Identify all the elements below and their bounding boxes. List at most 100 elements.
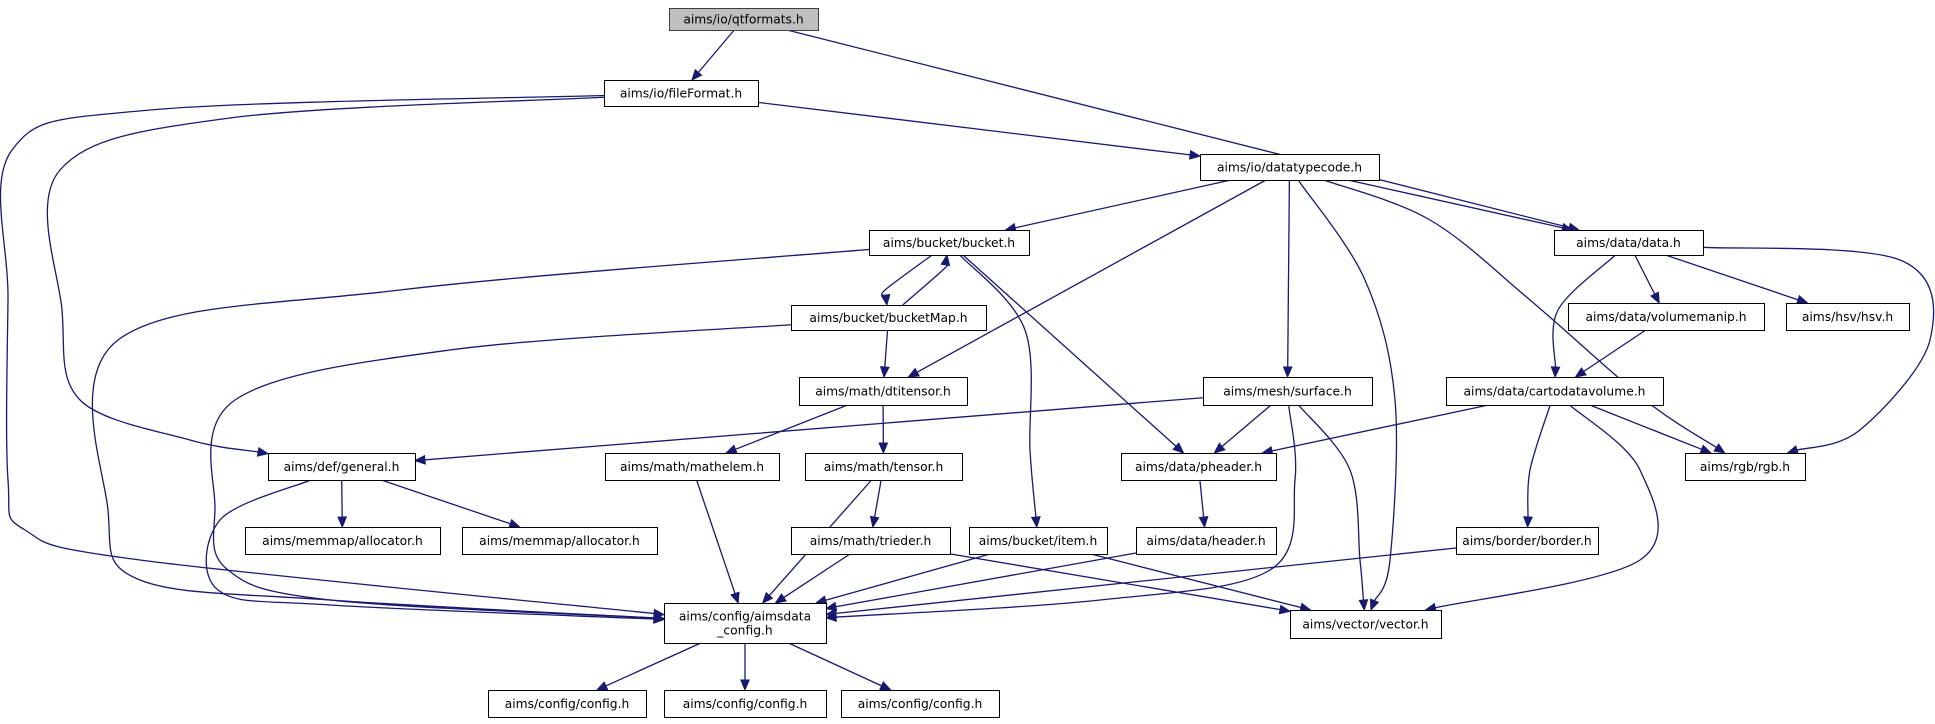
edge-arrowhead xyxy=(1713,443,1726,454)
edge-line xyxy=(884,329,889,369)
node-box xyxy=(869,230,1030,256)
edge-dtitensor-to-mathelem xyxy=(725,404,848,454)
edge-qtformats-to-fileformat xyxy=(691,29,735,81)
node-vector[interactable]: aims/vector/vector.h xyxy=(1290,610,1442,639)
edge-mathelem-to-aimsdata_config xyxy=(695,479,740,605)
node-label: aims/memmap/allocator.h xyxy=(262,534,423,548)
node-config3[interactable]: aims/config/config.h xyxy=(841,690,1000,718)
node-allocator1[interactable]: aims/memmap/allocator.h xyxy=(245,527,441,555)
edge-arrowhead xyxy=(508,518,521,529)
node-label: aims/def/general.h xyxy=(284,460,400,474)
node-box xyxy=(1136,527,1277,555)
edge-line xyxy=(423,397,1204,461)
edge-arrowhead xyxy=(878,442,889,455)
node-bucketmap[interactable]: aims/bucket/bucketMap.h xyxy=(791,305,987,331)
node-box xyxy=(1200,154,1380,181)
edge-line xyxy=(1323,179,1718,449)
node-border[interactable]: aims/border/border.h xyxy=(1456,527,1599,555)
node-bucket[interactable]: aims/bucket/bucket.h xyxy=(869,230,1030,256)
node-item[interactable]: aims/bucket/item.h xyxy=(969,527,1108,555)
node-box xyxy=(669,8,819,31)
edge-arrowhead xyxy=(1699,444,1713,454)
node-qtformats[interactable]: aims/io/qtformats.h xyxy=(669,8,819,31)
edge-line xyxy=(1347,179,1564,229)
edge-line xyxy=(962,254,1178,448)
edge-line xyxy=(0,94,656,615)
edges-layer xyxy=(0,29,1935,692)
node-tensor[interactable]: aims/math/tensor.h xyxy=(805,453,963,481)
edge-arrowhead xyxy=(413,454,426,465)
node-label: aims/io/fileFormat.h xyxy=(620,86,742,100)
edge-line xyxy=(341,479,343,519)
node-config1[interactable]: aims/config/config.h xyxy=(488,690,647,718)
edge-line xyxy=(604,642,702,687)
edge-pheader-to-header xyxy=(1198,479,1209,529)
node-box xyxy=(791,305,987,331)
edge-line xyxy=(782,553,851,599)
node-config2[interactable]: aims/config/config.h xyxy=(664,690,827,718)
node-fileformat[interactable]: aims/io/fileFormat.h xyxy=(604,80,759,107)
node-rgb[interactable]: aims/rgb/rgb.h xyxy=(1685,453,1806,481)
edge-line xyxy=(381,479,512,525)
node-pheader[interactable]: aims/data/pheader.h xyxy=(1121,453,1277,481)
node-label: aims/io/datatypecode.h xyxy=(1217,160,1362,174)
edge-line xyxy=(46,96,605,453)
node-box xyxy=(605,453,780,481)
node-volumemanip[interactable]: aims/data/volumemanip.h xyxy=(1568,303,1765,331)
node-surface[interactable]: aims/mesh/surface.h xyxy=(1203,377,1373,406)
edge-line xyxy=(834,552,1137,608)
edge-line xyxy=(786,29,1571,229)
edge-line xyxy=(1298,404,1365,602)
edge-line xyxy=(1287,179,1291,369)
node-box xyxy=(1290,610,1442,639)
node-aimsdata_config[interactable]: aims/config/aimsdata_config.h xyxy=(664,603,827,644)
node-label: aims/vector/vector.h xyxy=(1302,617,1428,631)
edge-line xyxy=(959,254,1037,519)
node-hsv[interactable]: aims/hsv/hsv.h xyxy=(1786,303,1910,331)
node-dtitensor[interactable]: aims/math/dtitensor.h xyxy=(799,377,968,406)
edge-header-to-aimsdata_config xyxy=(824,552,1137,612)
node-datatypecode[interactable]: aims/io/datatypecode.h xyxy=(1200,154,1380,181)
edge-aimsdata_config-to-config2 xyxy=(740,643,750,692)
edge-line xyxy=(873,479,882,519)
edge-cartodatavolume-to-pheader xyxy=(1260,404,1489,456)
node-cartodatavolume[interactable]: aims/data/cartodatavolume.h xyxy=(1446,377,1664,406)
edge-datatypecode-to-rgb xyxy=(1323,179,1726,454)
edge-line xyxy=(1527,404,1551,519)
node-box xyxy=(268,453,416,481)
edge-bucket-to-item xyxy=(959,254,1041,529)
edge-cartodatavolume-to-border xyxy=(1523,404,1551,529)
edge-arrowhead xyxy=(774,593,787,604)
node-general[interactable]: aims/def/general.h xyxy=(268,453,416,481)
edge-line xyxy=(915,179,1267,374)
edge-arrowhead xyxy=(879,366,890,379)
edge-arrowhead xyxy=(1282,366,1293,379)
edge-arrowhead xyxy=(1198,516,1209,529)
edge-bucket-to-aimsdata_config xyxy=(91,248,870,623)
edge-item-to-aimsdata_config xyxy=(814,553,991,605)
edge-line xyxy=(1220,404,1272,448)
node-label: aims/bucket/item.h xyxy=(979,534,1098,548)
node-trieder[interactable]: aims/math/trieder.h xyxy=(791,527,951,555)
node-header[interactable]: aims/data/header.h xyxy=(1136,527,1277,555)
node-box xyxy=(462,527,658,555)
edge-datatypecode-to-surface xyxy=(1282,179,1293,379)
edge-line xyxy=(1552,254,1616,369)
node-box xyxy=(805,453,963,481)
edge-line xyxy=(757,101,1192,156)
node-box xyxy=(488,690,647,718)
edge-line xyxy=(881,254,933,297)
edge-arrowhead xyxy=(1650,291,1660,305)
node-data[interactable]: aims/data/data.h xyxy=(1554,230,1704,256)
edge-trieder-to-aimsdata_config xyxy=(774,553,851,604)
node-mathelem[interactable]: aims/math/mathelem.h xyxy=(605,453,780,481)
edge-line xyxy=(1582,329,1647,373)
edge-general-to-aimsdata_config xyxy=(205,479,666,624)
edge-line xyxy=(1090,553,1303,609)
node-label: aims/data/volumemanip.h xyxy=(1585,310,1746,324)
edge-arrowhead xyxy=(1278,604,1292,615)
node-label: aims/bucket/bucketMap.h xyxy=(809,311,967,325)
node-allocator2[interactable]: aims/memmap/allocator.h xyxy=(462,527,658,555)
node-box xyxy=(245,527,441,555)
